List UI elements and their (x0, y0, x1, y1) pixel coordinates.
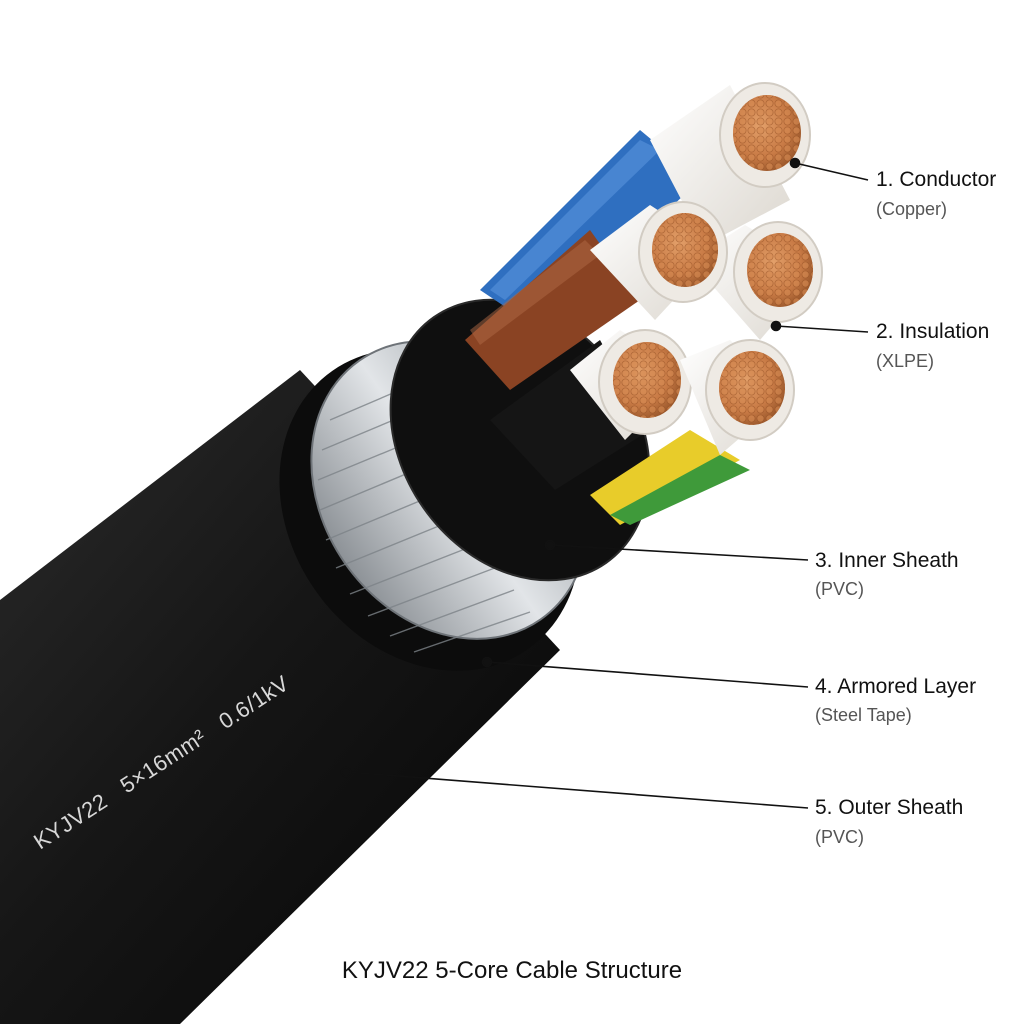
callout-insulation-sub: (XLPE) (876, 351, 934, 371)
conductor-lower-left (570, 329, 692, 440)
leader-inner-sheath (549, 544, 809, 561)
callout-conductor: 1. Conductor (Copper) (876, 168, 996, 219)
conductor-lower-right (680, 339, 795, 455)
callout-inner-sheath: 3. Inner Sheath (PVC) (815, 549, 959, 599)
conductor-middle (590, 201, 728, 320)
callout-insulation: 2. Insulation (XLPE) (876, 320, 989, 371)
leader-armored-layer (486, 661, 809, 688)
callout-conductor-title: 1. Conductor (876, 168, 996, 191)
core-brown (465, 230, 640, 390)
callout-conductor-sub: (Copper) (876, 199, 947, 219)
leader-insulation (775, 325, 869, 333)
callout-inner-sheath-title: 3. Inner Sheath (815, 549, 959, 572)
callout-insulation-title: 2. Insulation (876, 320, 989, 343)
callout-leaders (340, 157, 869, 809)
diagram-caption: KYJV22 5-Core Cable Structure (342, 957, 682, 984)
callout-outer-sheath-title: 5. Outer Sheath (815, 796, 963, 819)
leader-dot-inner-sheath (544, 539, 556, 551)
leader-outer-sheath (345, 771, 809, 809)
leader-dot-insulation (770, 320, 782, 332)
callout-armored-layer: 4. Armored Layer (Steel Tape) (815, 675, 976, 725)
core-yellow-green (590, 430, 750, 525)
callout-outer-sheath-sub: (PVC) (815, 827, 864, 847)
callout-armored-layer-title: 4. Armored Layer (815, 675, 976, 698)
leader-dot-outer-sheath (340, 766, 352, 778)
leader-dot-armored-layer (481, 656, 493, 668)
callout-outer-sheath: 5. Outer Sheath (PVC) (815, 796, 963, 847)
callout-inner-sheath-sub: (PVC) (815, 579, 864, 599)
leader-conductor (794, 162, 869, 181)
callout-armored-layer-sub: (Steel Tape) (815, 705, 912, 725)
leader-dot-conductor (789, 157, 801, 169)
